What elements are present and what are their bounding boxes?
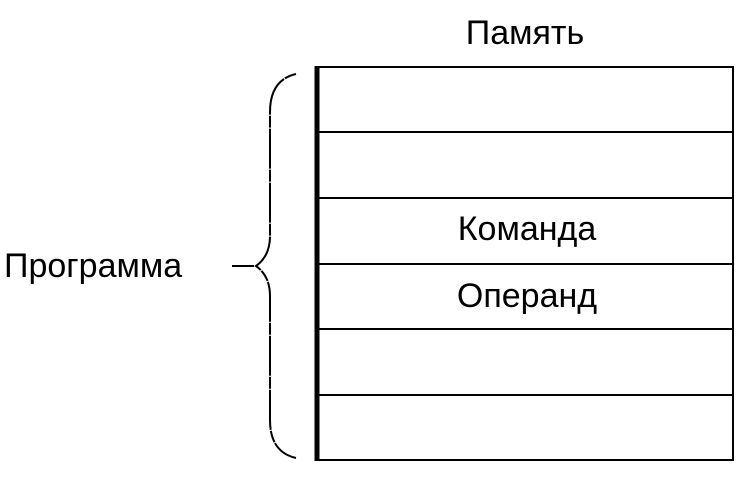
memory-title: Память <box>466 14 584 52</box>
memory-cell-command-label: Команда <box>458 210 597 248</box>
program-label: Программа <box>4 247 182 285</box>
program-brace <box>254 73 297 459</box>
memory-block <box>314 66 734 461</box>
memory-cell-operand-label: Операнд <box>457 277 597 315</box>
